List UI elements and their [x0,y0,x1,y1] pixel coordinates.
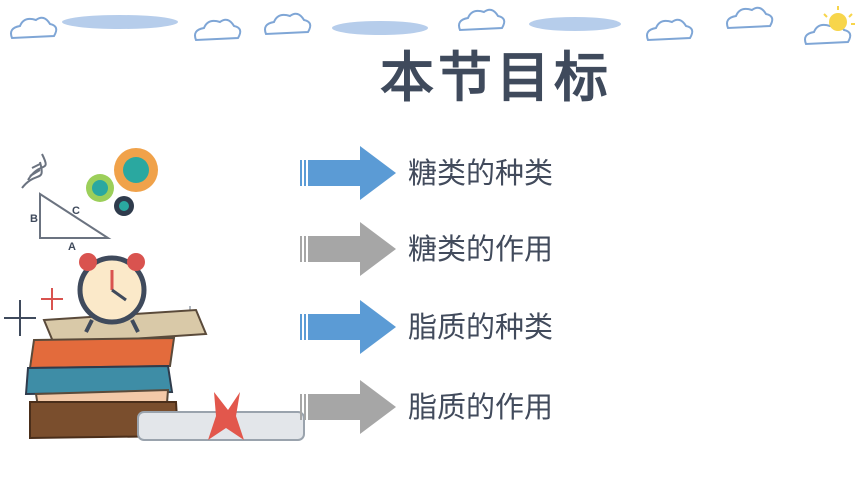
objective-label: 脂质的种类 [408,310,554,344]
sparkle-icon [4,300,36,336]
arrow-right-icon [300,300,396,354]
gear-icon [86,174,114,202]
objective-label: 糖类的种类 [408,156,554,190]
arrow-right-icon [300,222,396,276]
cloud-icon [646,18,694,42]
page-title: 本节目标 [380,46,612,109]
gear-icon [114,196,134,216]
objective-item: 脂质的作用 [298,378,618,436]
cloud-icon [726,6,774,30]
wispy-cloud [332,21,428,35]
arrow-right-icon [300,146,396,200]
gear-icon [114,148,158,192]
objective-item: 糖类的种类 [298,144,618,202]
objective-label: 脂质的作用 [408,390,554,424]
alarm-clock-icon [77,253,147,333]
arrow-right-icon [300,380,396,434]
study-illustration: B C A [4,148,305,441]
cloud-icon [194,18,242,42]
books-icon [24,308,208,440]
wispy-cloud [62,15,178,29]
cloud-icon [264,12,312,36]
triangle-label-a: A [68,241,76,253]
sparkle-icon [41,288,63,310]
wispy-cloud [529,17,621,31]
diploma-icon [137,392,305,441]
dna-icon [21,153,47,189]
objective-item: 糖类的作用 [298,220,618,278]
objective-item: 脂质的种类 [298,298,618,356]
triangle-label-c: C [72,205,80,217]
cloud-icon [10,16,58,40]
objective-label: 糖类的作用 [408,232,554,266]
triangle-label-b: B [30,213,38,225]
cloud-icon [458,8,506,32]
cloud-banner [10,6,855,46]
triangle-diagram [39,192,112,239]
sun-icon [823,6,855,31]
